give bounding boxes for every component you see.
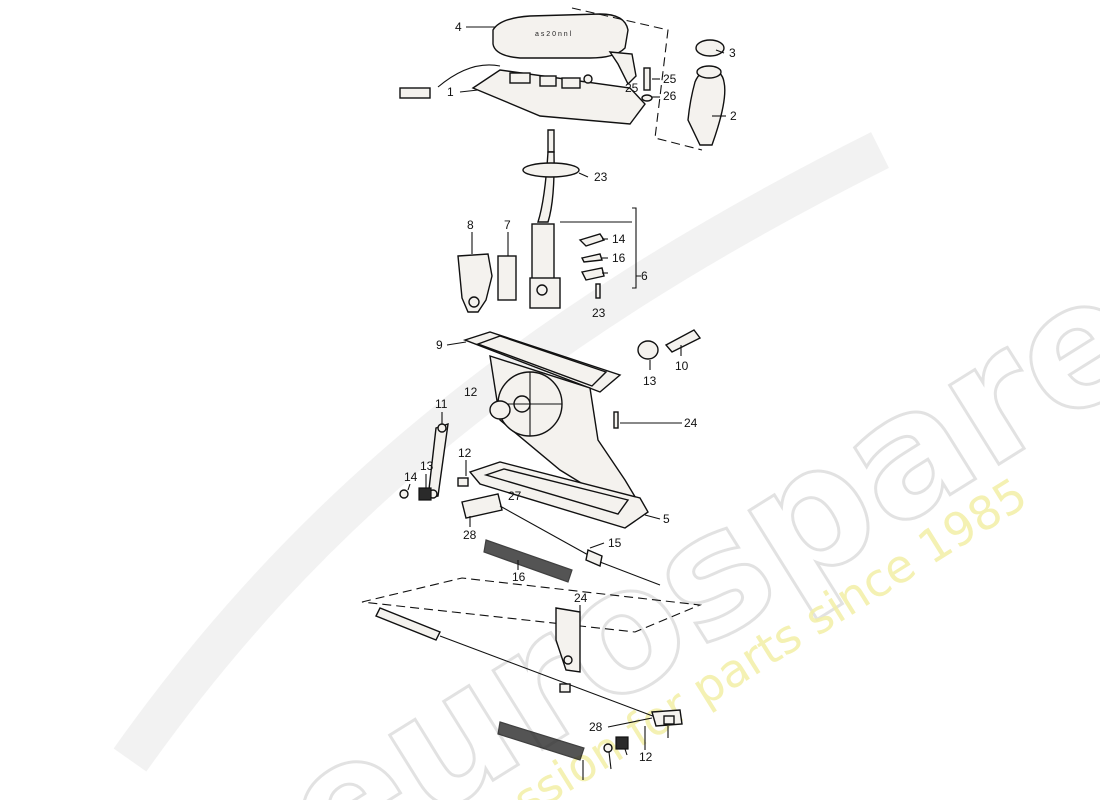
- callout-14-upper: 14: [404, 470, 418, 484]
- callout-18-upper: 23: [592, 306, 606, 320]
- callout-24-lower: 12: [639, 750, 653, 764]
- grommet-part-25-right: [637, 340, 659, 360]
- shift-cable-part-15: [499, 505, 661, 586]
- callout-23-upper: 27: [508, 489, 522, 503]
- screw-part-18-lower: [613, 411, 619, 429]
- bolt-part-10: [664, 329, 702, 353]
- grommet-part-25-left: [489, 400, 511, 420]
- callout-4: 4: [455, 20, 462, 34]
- cable-sleeve-part-16-lower: [497, 721, 585, 761]
- spring-part-27: [580, 253, 603, 263]
- shift-cable-lower: [375, 607, 659, 719]
- selector-knob-part-2: [687, 65, 726, 146]
- selector-housing-part-9: [462, 331, 642, 511]
- callout-19: 24: [574, 591, 588, 605]
- bushing-part-13-lower: [615, 736, 629, 750]
- bracket-part-19: [555, 607, 581, 673]
- cable-sleeve-part-16-upper: [483, 539, 573, 583]
- clip-part-26: [578, 233, 606, 247]
- callout-8: 8: [467, 218, 474, 232]
- bolt-part-12-lower: [663, 715, 675, 725]
- callout-24-upper: 28: [463, 528, 477, 542]
- bushing-part-13-upper: [418, 487, 432, 501]
- callout-5: 5: [663, 512, 670, 526]
- callout-2: 2: [730, 109, 737, 123]
- svg-text:a s 2 0 n n l: a s 2 0 n n l: [535, 31, 572, 38]
- clip-part-14-upper: [399, 489, 409, 499]
- callout-16-upper: 16: [512, 570, 526, 584]
- callout-21: 25: [663, 72, 677, 86]
- bolt-part-12-upper: [457, 477, 469, 487]
- callout-15: 15: [608, 536, 622, 550]
- callout-25-left: 12: [464, 385, 478, 399]
- callout-20: 25: [625, 81, 639, 95]
- callout-7: 7: [504, 218, 511, 232]
- callout-labels: 4 3 25 25 1 26 2 23 8 7 14 16 6 23 9 10 …: [404, 20, 737, 764]
- gasket-frame-part-5: [468, 461, 649, 529]
- screw-part-18-upper: [595, 283, 601, 299]
- callout-3: 3: [729, 46, 736, 60]
- callout-11: 11: [435, 397, 448, 411]
- selector-lever-part-6: [529, 129, 561, 309]
- callout-13-upper: 13: [420, 459, 434, 473]
- washer-part-22: [641, 94, 653, 102]
- bolt-part-21: [643, 67, 651, 91]
- shift-console-cover-part-4: a s 2 0 n n l: [492, 13, 637, 86]
- callout-26: 14: [612, 232, 626, 246]
- callout-1: 1: [447, 85, 454, 99]
- callout-10: 10: [675, 359, 689, 373]
- callout-18-lower: 24: [684, 416, 698, 430]
- plate-part-28: [580, 267, 605, 281]
- nut-part-20: [583, 74, 593, 84]
- callout-23-lower: 28: [589, 720, 603, 734]
- callout-25-right: 13: [643, 374, 657, 388]
- callout-12-upper: 12: [458, 446, 472, 460]
- shift-gate-plate-part-1: [399, 64, 646, 125]
- leader-lines: [407, 26, 726, 780]
- link-arm-part-11: [427, 422, 449, 499]
- callout-9: 9: [436, 338, 443, 352]
- bracket-part-8: [457, 253, 493, 313]
- callout-27: 16: [612, 251, 626, 265]
- callout-22: 26: [663, 89, 677, 103]
- knob-cap-part-3: [695, 39, 725, 57]
- boot-seal-part-17: [522, 162, 580, 178]
- callout-6: 6: [641, 269, 648, 283]
- callout-17: 23: [594, 170, 608, 184]
- clevis-part-24-upper: [461, 493, 503, 519]
- clip-part-14-lower: [603, 743, 613, 753]
- detent-part-7: [497, 255, 517, 301]
